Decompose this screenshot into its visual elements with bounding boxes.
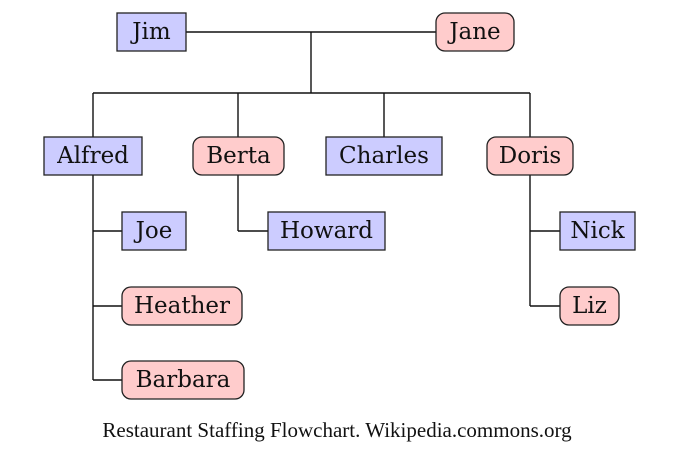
node-alfred-label: Alfred	[56, 143, 129, 169]
node-jim-label: Jim	[130, 19, 171, 45]
node-jane: Jane	[435, 12, 515, 52]
node-berta-label: Berta	[206, 143, 271, 169]
node-charles: Charles	[325, 136, 443, 176]
node-heather-label: Heather	[134, 293, 230, 319]
node-berta: Berta	[192, 136, 285, 176]
node-nick: Nick	[559, 211, 636, 251]
node-charles-label: Charles	[339, 143, 429, 169]
node-doris-label: Doris	[499, 143, 561, 169]
node-doris: Doris	[486, 136, 574, 176]
figure-caption: Restaurant Staffing Flowchart. Wikipedia…	[102, 418, 572, 442]
node-heather: Heather	[121, 286, 243, 326]
node-howard-label: Howard	[280, 218, 373, 244]
connector-lines	[92, 31, 560, 381]
node-alfred: Alfred	[43, 136, 143, 176]
node-howard: Howard	[267, 211, 386, 251]
node-nick-label: Nick	[570, 218, 625, 244]
node-liz-label: Liz	[572, 293, 607, 319]
node-jane-label: Jane	[447, 19, 500, 45]
node-jim: Jim	[116, 12, 187, 52]
node-joe-label: Joe	[134, 218, 173, 244]
node-barbara-label: Barbara	[136, 367, 231, 393]
node-barbara: Barbara	[121, 360, 245, 400]
node-joe: Joe	[121, 211, 187, 251]
node-liz: Liz	[559, 286, 620, 326]
